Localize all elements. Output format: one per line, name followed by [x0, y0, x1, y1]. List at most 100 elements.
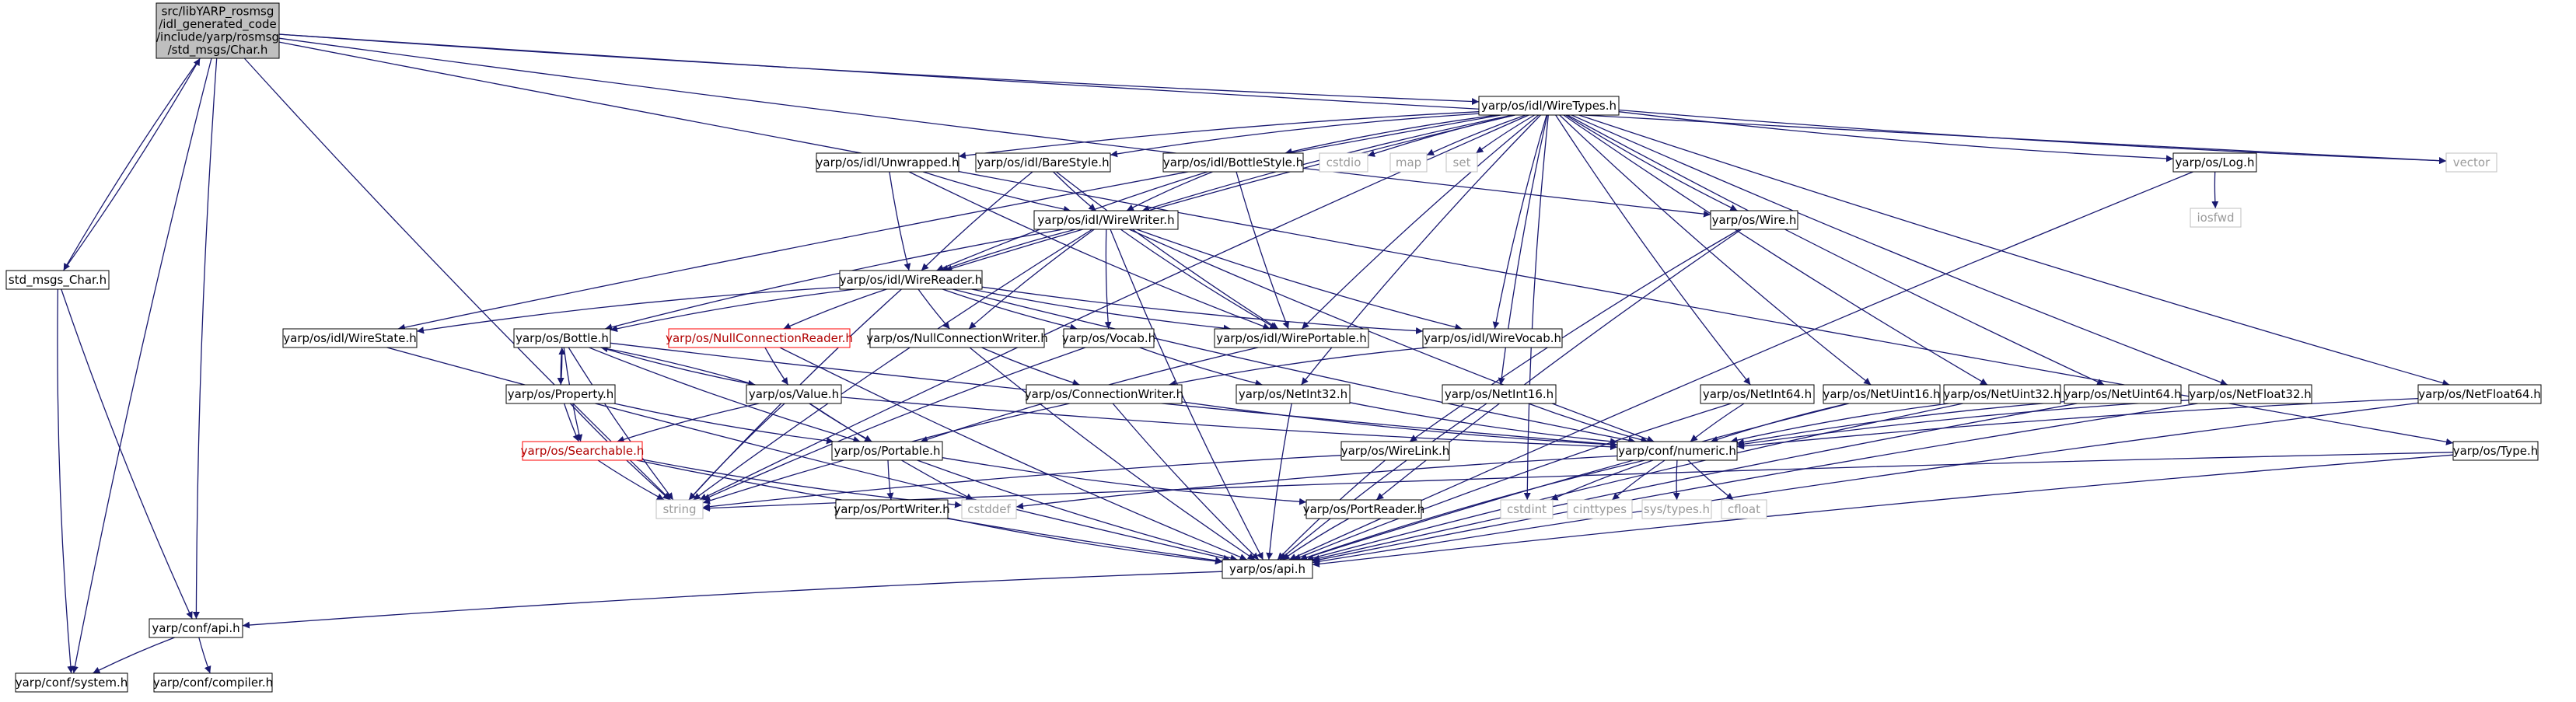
- node-box-portable: [831, 441, 943, 461]
- node-connwriter[interactable]: yarp/os/ConnectionWriter.h: [1025, 384, 1183, 404]
- edge-type-to-string: [702, 452, 2454, 512]
- node-netfloat64[interactable]: yarp/os/NetFloat64.h: [2417, 384, 2542, 404]
- node-label-wire: yarp/os/Wire.h: [1712, 213, 1797, 227]
- edge-wiretypes-to-netint64: [1555, 114, 1751, 386]
- node-bottle[interactable]: yarp/os/Bottle.h: [513, 328, 611, 348]
- node-label-conf_api: yarp/conf/api.h: [152, 621, 239, 635]
- node-label-netfloat64: yarp/os/NetFloat64.h: [2418, 387, 2541, 401]
- node-wirelink[interactable]: yarp/os/WireLink.h: [1340, 441, 1450, 461]
- node-box-netint64: [1700, 384, 1815, 404]
- node-wirewriter[interactable]: yarp/os/idl/WireWriter.h: [1033, 210, 1179, 230]
- node-nullconnreader[interactable]: yarp/os/NullConnectionReader.h: [666, 328, 853, 348]
- edge-wiretypes-to-set: [1476, 114, 1535, 154]
- node-numeric[interactable]: yarp/conf/numeric.h: [1617, 441, 1738, 461]
- node-bottlestyle[interactable]: yarp/os/idl/BottleStyle.h: [1162, 152, 1304, 173]
- node-box-wirewriter: [1033, 210, 1179, 230]
- edge-connwriter-to-os_api: [1112, 403, 1260, 561]
- edge-wirereader-to-numeric: [952, 288, 1636, 444]
- node-box-std_msgs_char: [5, 270, 110, 290]
- node-label-map: map: [1396, 155, 1421, 169]
- edge-barestyle-to-wirereader: [921, 171, 1033, 271]
- edge-vocab-to-netint32: [1139, 347, 1263, 387]
- node-box-wirelink: [1340, 441, 1450, 461]
- node-netuint16[interactable]: yarp/os/NetUint16.h: [1823, 384, 1941, 404]
- edge-netint32-to-os_api: [1266, 403, 1292, 561]
- edge-numeric-to-cstddef: [1015, 455, 1618, 510]
- node-barestyle[interactable]: yarp/os/idl/BareStyle.h: [975, 152, 1111, 173]
- edge-portreader-to-os_api: [1281, 518, 1350, 561]
- node-label-cinttypes: cinttypes: [1573, 502, 1627, 516]
- node-os_api[interactable]: yarp/os/api.h: [1222, 559, 1313, 579]
- edge-wiretypes-to-netuint16: [1559, 114, 1872, 386]
- edge-numeric-to-cstdint: [1550, 459, 1654, 501]
- node-portable[interactable]: yarp/os/Portable.h: [831, 441, 943, 461]
- node-wirestate[interactable]: yarp/os/idl/WireState.h: [282, 328, 418, 348]
- node-portreader[interactable]: yarp/os/PortReader.h: [1303, 499, 1425, 519]
- edge-unwrapped-to-wirewriter: [922, 171, 1071, 213]
- edge-numeric-to-cinttypes: [1611, 459, 1665, 501]
- node-set: set: [1445, 152, 1478, 173]
- node-box-wireportable: [1214, 328, 1369, 348]
- node-netint64[interactable]: yarp/os/NetInt64.h: [1700, 384, 1815, 404]
- node-conf_system[interactable]: yarp/conf/system.h: [15, 672, 128, 693]
- node-box-value: [746, 384, 842, 404]
- node-label-connwriter: yarp/os/ConnectionWriter.h: [1025, 387, 1183, 401]
- edge-wirelink-to-string: [702, 455, 1342, 511]
- node-box-map: [1389, 152, 1428, 173]
- node-label-cstddef: cstddef: [967, 502, 1011, 516]
- node-wirevocab[interactable]: yarp/os/idl/WireVocab.h: [1422, 328, 1563, 348]
- node-label-bottlestyle: yarp/os/idl/BottleStyle.h: [1163, 155, 1303, 169]
- node-searchable[interactable]: yarp/os/Searchable.h: [521, 441, 645, 461]
- node-netuint32[interactable]: yarp/os/NetUint32.h: [1943, 384, 2061, 404]
- node-log[interactable]: yarp/os/Log.h: [2172, 152, 2257, 173]
- node-label-portable: yarp/os/Portable.h: [834, 444, 941, 458]
- node-box-set: [1445, 152, 1478, 173]
- node-box-numeric: [1617, 441, 1738, 461]
- node-box-char: [156, 2, 280, 59]
- edge-vocab-to-string: [702, 347, 1086, 501]
- node-netint16[interactable]: yarp/os/NetInt16.h: [1442, 384, 1557, 404]
- node-netint32[interactable]: yarp/os/NetInt32.h: [1236, 384, 1351, 404]
- edge-netint16-to-os_api: [1279, 403, 1487, 561]
- edge-wirewriter-to-bottle: [605, 229, 1064, 331]
- edge-netuint64-to-os_api: [1312, 403, 2078, 562]
- node-box-portwriter: [835, 499, 949, 519]
- node-cinttypes: cinttypes: [1567, 499, 1633, 519]
- node-std_msgs_char[interactable]: std_msgs_Char.h: [5, 270, 110, 290]
- node-label-property: yarp/os/Property.h: [508, 387, 613, 401]
- node-label-conf_compiler: yarp/conf/compiler.h: [153, 676, 273, 690]
- node-systypes: sys/types.h: [1641, 499, 1712, 519]
- node-type[interactable]: yarp/os/Type.h: [2452, 441, 2539, 461]
- node-char[interactable]: src/libYARP_rosmsg/idl_generated_code/in…: [156, 2, 280, 59]
- edge-char-to-conf_system: [71, 58, 212, 674]
- node-portwriter[interactable]: yarp/os/PortWriter.h: [834, 499, 950, 519]
- node-label-barestyle: yarp/os/idl/BareStyle.h: [977, 155, 1109, 169]
- node-box-iosfwd: [2190, 208, 2242, 228]
- node-label-wirereader: yarp/os/idl/WireReader.h: [840, 273, 983, 287]
- node-wire[interactable]: yarp/os/Wire.h: [1710, 210, 1798, 230]
- node-value[interactable]: yarp/os/Value.h: [746, 384, 842, 404]
- node-property[interactable]: yarp/os/Property.h: [505, 384, 616, 404]
- node-box-portreader: [1305, 499, 1422, 519]
- edge-nullconnwriter-to-os_api: [969, 347, 1256, 561]
- node-conf_api[interactable]: yarp/conf/api.h: [149, 618, 243, 638]
- edge-wirewriter-to-numeric: [1128, 229, 1655, 443]
- node-netfloat32[interactable]: yarp/os/NetFloat32.h: [2188, 384, 2312, 404]
- node-box-vocab: [1063, 328, 1155, 348]
- node-wirereader[interactable]: yarp/os/idl/WireReader.h: [839, 270, 983, 290]
- edge-property-to-portable: [613, 403, 834, 445]
- edge-type-to-os_api: [1312, 454, 2454, 568]
- edge-wiretypes-to-wireportable: [1301, 114, 1540, 330]
- node-vocab[interactable]: yarp/os/Vocab.h: [1062, 328, 1155, 348]
- node-wiretypes[interactable]: yarp/os/idl/WireTypes.h: [1478, 96, 1620, 116]
- node-conf_compiler[interactable]: yarp/conf/compiler.h: [153, 672, 273, 693]
- edge-char-to-std_msgs_char: [63, 58, 201, 271]
- node-wireportable[interactable]: yarp/os/idl/WirePortable.h: [1214, 328, 1369, 348]
- node-label-value: yarp/os/Value.h: [749, 387, 839, 401]
- node-nullconnwriter[interactable]: yarp/os/NullConnectionWriter.h: [866, 328, 1048, 348]
- edge-numeric-to-systypes: [1672, 459, 1680, 501]
- edge-wirewriter-to-vocab: [1104, 229, 1112, 330]
- node-netuint64[interactable]: yarp/os/NetUint64.h: [2064, 384, 2182, 404]
- node-unwrapped[interactable]: yarp/os/idl/Unwrapped.h: [816, 152, 959, 173]
- edge-os_api-to-conf_api: [242, 571, 1223, 629]
